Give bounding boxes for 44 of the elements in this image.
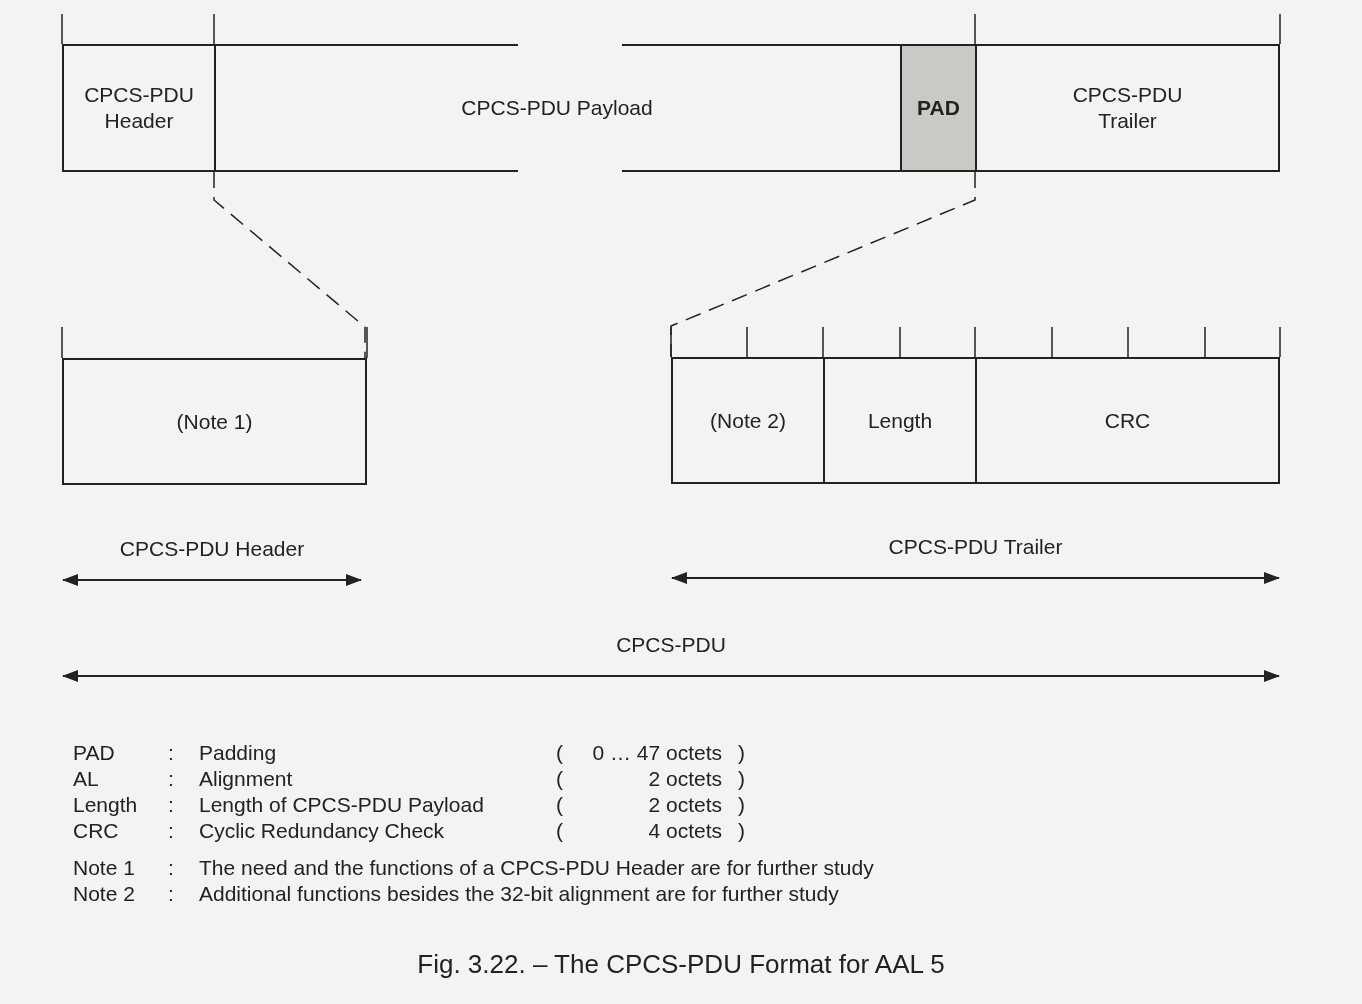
colon-separator: : [168, 856, 174, 880]
pad-field: PAD [900, 44, 977, 172]
trailer-field: CPCS-PDU Trailer [975, 44, 1280, 172]
crc-field: CRC [975, 357, 1280, 484]
bracket-text: ) [738, 819, 745, 843]
bracket-text: ( [556, 741, 563, 765]
payload-field: CPCS-PDU Payload [214, 44, 900, 172]
dimension-label: CPCS-PDU Trailer [888, 534, 1063, 560]
dimension-label: CPCS-PDU Header [119, 536, 305, 562]
bracket-text: ) [738, 767, 745, 791]
definition-text: Padding [199, 741, 277, 765]
dashed-expansion-line [670, 171, 976, 358]
definition-text: Alignment [199, 767, 293, 791]
abbreviation-text: CRC [73, 819, 119, 843]
dashed-expansion-line [213, 171, 366, 359]
abbreviation-text: Note 2 [73, 882, 135, 906]
bracket-text: ( [556, 793, 563, 817]
abbreviation-text: AL [73, 767, 99, 791]
note-text: Additional functions besides the 32-bit alignment are for further study [199, 882, 839, 906]
note-field: (Note 2) [671, 357, 825, 484]
definition-text: Length of CPCS-PDU Payload [199, 793, 484, 817]
note-field: (Note 1) [62, 358, 367, 485]
abbreviation-text: Note 1 [73, 856, 135, 880]
size-text: 2 octets [647, 793, 722, 817]
note-text: The need and the functions of a CPCS-PDU Header are for further study [199, 856, 874, 880]
bracket-text: ) [738, 741, 745, 765]
header-field: CPCS-PDU Header [62, 44, 216, 172]
colon-separator: : [168, 882, 174, 906]
bracket-text: ( [556, 819, 563, 843]
colon-separator: : [168, 741, 174, 765]
bracket-text: ( [556, 767, 563, 791]
dimension-label: CPCS-PDU [616, 632, 726, 658]
figure-caption: Fig. 3.22. – The CPCS-PDU Format for AAL 5 [417, 948, 945, 980]
abbreviation-text: PAD [73, 741, 115, 765]
colon-separator: : [168, 767, 174, 791]
bracket-text: ) [738, 793, 745, 817]
definition-text: Cyclic Redundancy Check [199, 819, 445, 843]
size-text: 4 octets [647, 819, 722, 843]
colon-separator: : [168, 819, 174, 843]
colon-separator: : [168, 793, 174, 817]
size-text: 0 … 47 octets [591, 741, 722, 765]
length-field: Length [823, 357, 977, 484]
abbreviation-text: Length [73, 793, 138, 817]
size-text: 2 octets [647, 767, 722, 791]
